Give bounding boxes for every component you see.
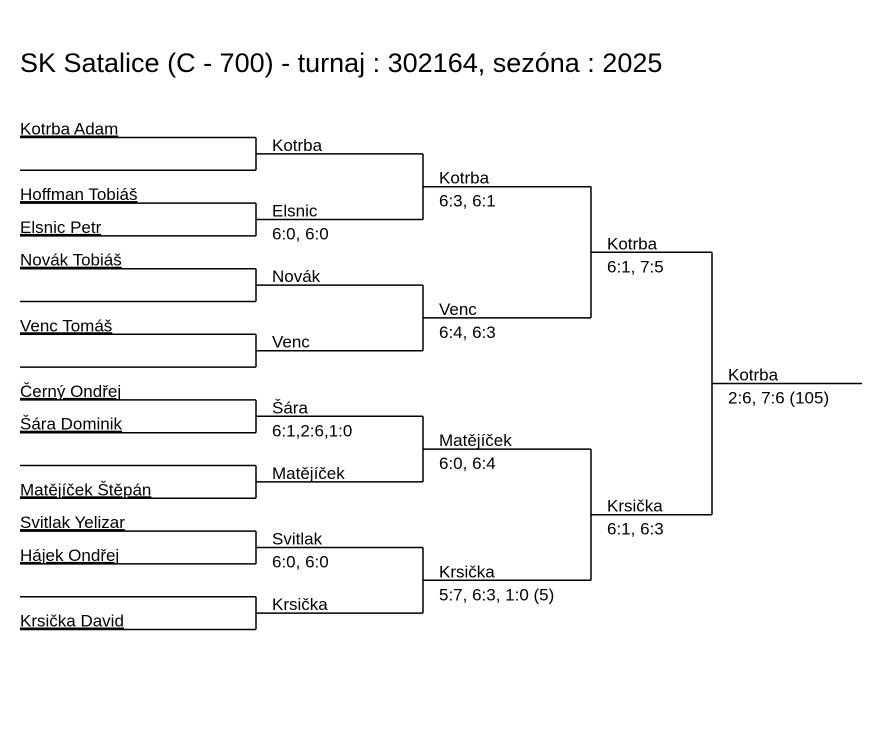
- player-name: Elsnic Petr: [20, 218, 102, 237]
- match-score: 6:1,2:6,1:0: [272, 421, 352, 440]
- player-name: Šára Dominik: [20, 415, 123, 434]
- match-winner: Krsička: [607, 497, 663, 516]
- match-winner: Matějíček: [272, 464, 345, 483]
- player-name: Venc Tomáš: [20, 316, 112, 335]
- final-score: 2:6, 7:6 (105): [728, 389, 829, 408]
- player-name: Svitlak Yelizar: [20, 513, 125, 532]
- match-score: 6:0, 6:0: [272, 225, 329, 244]
- match-score: 6:1, 6:3: [607, 520, 664, 539]
- match-winner: Elsnic: [272, 202, 318, 221]
- page-title: SK Satalice (C - 700) - turnaj : 302164,…: [20, 48, 663, 78]
- player-name: Kotrba Adam: [20, 120, 118, 139]
- match-winner: Venc: [272, 333, 310, 352]
- match-winner: Svitlak: [272, 530, 323, 549]
- match-winner: Novák: [272, 267, 321, 286]
- match-score: 6:0, 6:4: [439, 454, 496, 473]
- match-score: 6:1, 7:5: [607, 257, 664, 276]
- match-winner: Šára: [272, 398, 308, 417]
- match-winner: Venc: [439, 300, 477, 319]
- match-winner: Matějíček: [439, 431, 512, 450]
- match-score: 6:0, 6:0: [272, 553, 329, 572]
- match-winner: Kotrba: [607, 234, 658, 253]
- match-score: 5:7, 6:3, 1:0 (5): [439, 585, 554, 604]
- champion-name: Kotrba: [728, 366, 779, 385]
- match-winner: Krsička: [439, 562, 495, 581]
- player-name: Matějíček Štěpán: [20, 480, 151, 499]
- player-name: Černý Ondřej: [20, 382, 121, 401]
- player-name: Hájek Ondřej: [20, 546, 119, 565]
- player-name: Hoffman Tobiáš: [20, 185, 138, 204]
- match-winner: Kotrba: [272, 136, 323, 155]
- match-score: 6:4, 6:3: [439, 323, 496, 342]
- player-name: Novák Tobiáš: [20, 251, 122, 270]
- player-name: Krsička David: [20, 612, 124, 631]
- match-score: 6:3, 6:1: [439, 192, 496, 211]
- match-winner: Kotrba: [439, 169, 490, 188]
- match-winner: Krsička: [272, 595, 328, 614]
